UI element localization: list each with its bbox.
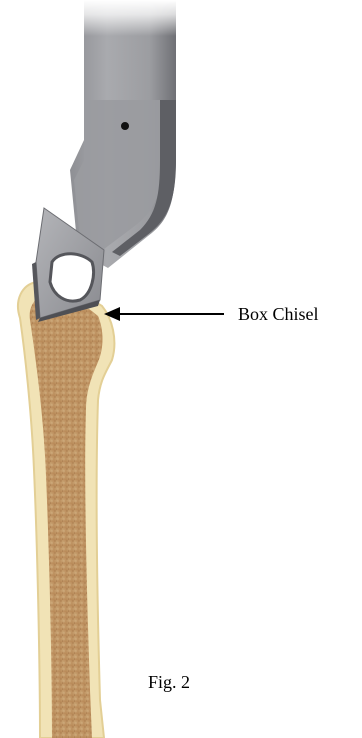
- figure-caption: Fig. 2: [148, 672, 190, 693]
- femur: [18, 282, 114, 738]
- callout-arrow: [104, 307, 224, 321]
- chisel-handle: [70, 0, 176, 268]
- pivot-hole: [121, 122, 129, 130]
- box-chisel-label: Box Chisel: [238, 304, 319, 325]
- chisel-window: [50, 254, 94, 301]
